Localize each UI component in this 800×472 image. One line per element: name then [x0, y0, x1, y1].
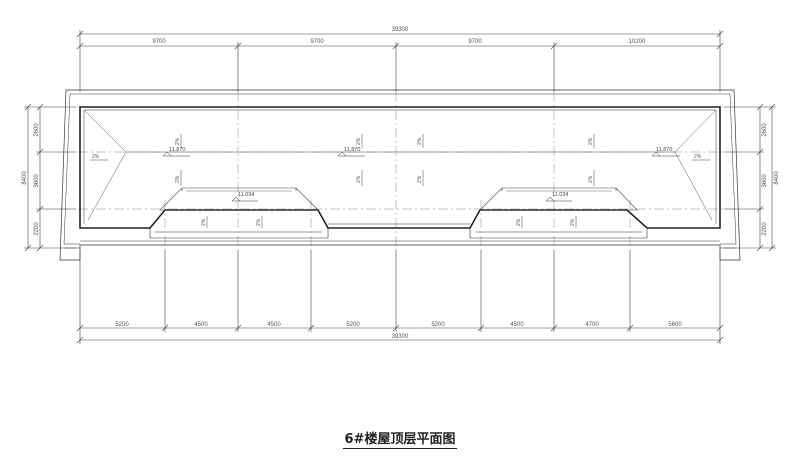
recess-left	[159, 187, 319, 211]
bottom-dimension-3: 4500	[267, 322, 281, 328]
bottom-dimension-2: 4500	[194, 322, 208, 328]
bottom-dimension-8: 5600	[668, 322, 682, 328]
slope-arrows	[90, 134, 710, 228]
elevation-recess-right: 11.034	[552, 192, 568, 198]
slope-low-4: 2%	[256, 218, 262, 226]
elevation-marker-roof-right	[651, 151, 680, 157]
elevation-roof-left: 11.870	[169, 147, 185, 153]
slope-mid-2: 2%	[356, 137, 362, 145]
slope-mid-5: 2%	[175, 175, 181, 183]
right-dimension-1: 2600	[762, 123, 768, 137]
slope-edge-left: 2%	[92, 154, 100, 160]
slope-low-6: 2%	[570, 218, 576, 226]
slope-low-2: 2%	[588, 175, 594, 183]
elevation-recess-left: 11.034	[238, 192, 254, 198]
slope-mid-3: 2%	[417, 137, 423, 145]
elevation-marker-recess-right	[545, 196, 572, 202]
elevation-marker-roof-center	[337, 151, 365, 157]
hip-ridge-lines	[83, 109, 717, 221]
elevation-marker-roof-left	[162, 151, 190, 157]
left-dimension-chain	[24, 103, 76, 252]
right-dimension-chain	[724, 103, 776, 252]
slope-low-5: 2%	[516, 218, 522, 226]
right-dimension-3: 2200	[762, 222, 768, 236]
top-dimension-3: 9700	[468, 39, 482, 45]
left-overall-dimension: 8400	[22, 171, 28, 185]
slope-mid-6: 2%	[356, 175, 362, 183]
top-dimension-2: 9700	[310, 39, 324, 45]
right-overall-dimension: 8400	[774, 171, 780, 185]
elevation-roof-right: 11.870	[656, 147, 672, 153]
slope-mid-1: 2%	[175, 137, 181, 145]
left-dimension-3: 2200	[34, 222, 40, 236]
top-dimension-chain	[76, 30, 724, 92]
bottom-overall-dimension: 39300	[392, 334, 409, 340]
elevation-marker-recess-left	[231, 196, 258, 202]
bottom-dimension-chain	[76, 250, 724, 344]
recess-right	[479, 187, 638, 211]
elevation-roof-center: 11.870	[344, 147, 360, 153]
drawing-title-text: 6#楼屋顶层平面图	[342, 428, 458, 449]
left-dimension-1: 2600	[34, 123, 40, 137]
slope-low-3: 2%	[201, 218, 207, 226]
bottom-dimension-5: 5200	[431, 322, 445, 328]
slope-edge-right: 2%	[694, 154, 702, 160]
bottom-dimension-7: 4700	[585, 322, 599, 328]
top-overall-dimension: 39300	[392, 27, 409, 33]
left-dimension-2: 3600	[34, 174, 40, 188]
top-dimension-4: 10200	[629, 39, 646, 45]
drawing-title: 6#楼屋顶层平面图	[0, 428, 800, 449]
bottom-dimension-1: 5200	[115, 322, 129, 328]
top-dimension-1: 9700	[152, 39, 166, 45]
slope-mid-4: 2%	[588, 137, 594, 145]
bottom-dimension-4: 5200	[346, 322, 360, 328]
slope-low-1: 2%	[417, 175, 423, 183]
right-dimension-2: 3600	[762, 174, 768, 188]
axis-lines	[60, 92, 740, 250]
bottom-dimension-6: 4500	[510, 322, 524, 328]
roof-outline	[59, 89, 741, 261]
